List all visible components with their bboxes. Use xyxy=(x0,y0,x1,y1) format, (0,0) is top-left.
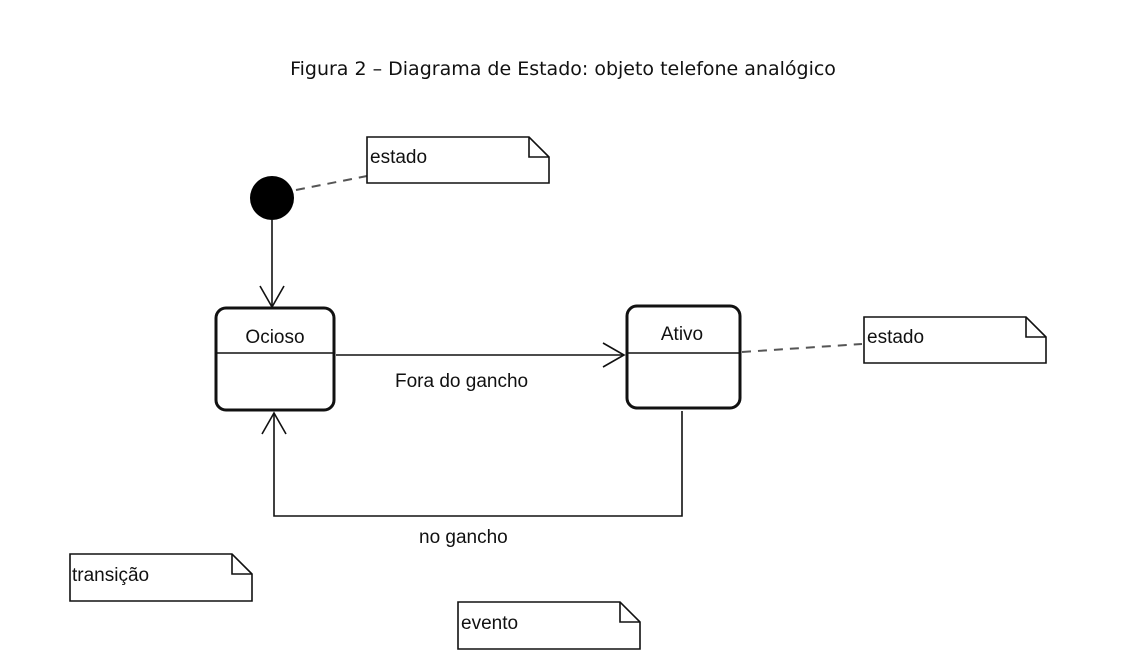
state-ocioso: Ocioso xyxy=(214,306,336,412)
note-active-state: estado xyxy=(863,316,1047,364)
note-active-state-text: estado xyxy=(867,327,924,348)
state-ativo: Ativo xyxy=(625,304,742,410)
note-connector-active xyxy=(741,343,863,353)
initial-state-node xyxy=(250,176,294,220)
note-connector-initial xyxy=(295,175,368,191)
transition-on-hook xyxy=(261,411,683,517)
transition-off-hook-label: Fora do gancho xyxy=(395,371,528,392)
state-ativo-label: Ativo xyxy=(661,324,703,345)
figure-title: Figura 2 – Diagrama de Estado: objeto te… xyxy=(290,58,836,80)
transition-on-hook-label: no gancho xyxy=(419,527,508,548)
note-event-text: evento xyxy=(461,613,518,634)
note-event: evento xyxy=(457,601,641,650)
note-initial-state-text: estado xyxy=(370,147,427,168)
transition-off-hook xyxy=(336,342,626,368)
note-initial-state: estado xyxy=(366,136,550,184)
note-transition-text: transição xyxy=(72,565,149,586)
initial-transition xyxy=(259,220,285,309)
note-transition: transição xyxy=(69,553,253,602)
state-ocioso-label: Ocioso xyxy=(245,327,304,348)
